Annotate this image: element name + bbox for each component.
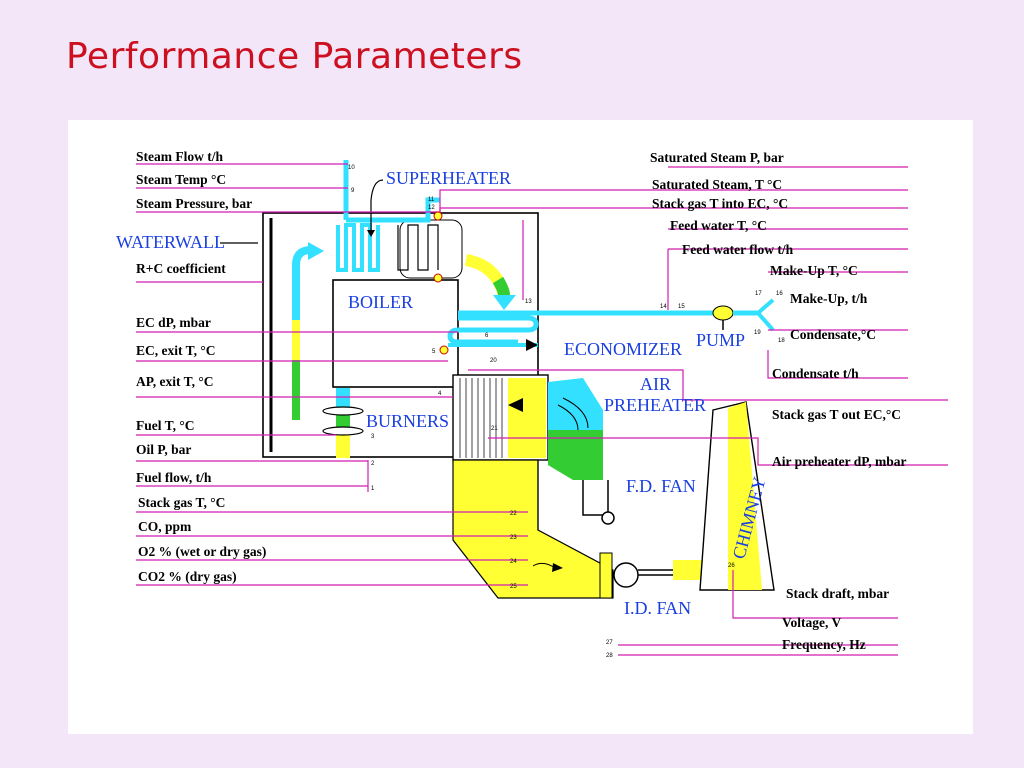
label-fuel-t: Fuel T, °C [136, 418, 195, 433]
point-9: 9 [351, 188, 355, 194]
superheater-label: SUPERHEATER [386, 168, 511, 188]
point-4: 4 [438, 391, 442, 397]
feed-pump [712, 298, 775, 332]
point-3: 3 [371, 434, 375, 440]
boiler-diagram-svg: WATERWALL SUPERHEATER BOILER ECONOMIZER … [116, 149, 948, 659]
fd-fan [582, 480, 615, 525]
label-oil-p: Oil P, bar [136, 442, 191, 457]
flue-duct [452, 459, 614, 599]
id-fan [599, 552, 709, 599]
label-feed-water-t: Feed water T, °C [670, 218, 767, 233]
label-frequency: Frequency, Hz [782, 637, 866, 652]
waterwall-label: WATERWALL [116, 232, 225, 252]
label-stack-draft: Stack draft, mbar [786, 586, 889, 601]
label-sat-steam-t: Saturated Steam, T °C [652, 177, 782, 192]
boiler-label: BOILER [348, 292, 413, 312]
point-28: 28 [606, 653, 613, 659]
measurement-points: 1 2 3 4 5 6 9 10 11 12 13 14 15 16 17 18… [348, 165, 785, 659]
point-23: 23 [510, 535, 517, 541]
point-6: 6 [485, 333, 489, 339]
label-ec-dp: EC dP, mbar [136, 315, 211, 330]
air-preheater [452, 374, 603, 480]
label-ec-exit-t: EC, exit T, °C [136, 343, 216, 358]
point-2: 2 [371, 461, 375, 467]
label-make-up-flow: Make-Up, t/h [790, 291, 868, 306]
waterwall-riser [292, 242, 324, 420]
right-parameter-labels: Saturated Steam P, bar Saturated Steam, … [650, 150, 907, 652]
label-steam-pressure: Steam Pressure, bar [136, 196, 252, 211]
label-steam-flow: Steam Flow t/h [136, 149, 223, 164]
point-26: 26 [728, 563, 735, 569]
point-14: 14 [660, 304, 667, 310]
point-19: 19 [754, 330, 761, 336]
left-parameter-labels: Steam Flow t/h Steam Temp °C Steam Press… [136, 149, 266, 584]
label-condensate-t: Condensate,°C [790, 327, 876, 342]
point-15: 15 [678, 304, 685, 310]
point-25: 25 [510, 584, 517, 590]
label-rc-coefficient: R+C coefficient [136, 261, 226, 276]
superheater-coil [336, 219, 463, 279]
leader-lines [136, 163, 948, 656]
label-stack-gas-out-ec: Stack gas T out EC,°C [772, 407, 901, 422]
label-fuel-flow: Fuel flow, t/h [136, 470, 212, 485]
label-co: CO, ppm [138, 519, 192, 534]
point-13: 13 [525, 299, 532, 305]
id-fan-label: I.D. FAN [624, 598, 691, 618]
superheater-pointer [370, 179, 384, 230]
label-make-up-t: Make-Up T, °C [770, 263, 858, 278]
label-sat-steam-p: Saturated Steam P, bar [650, 150, 784, 165]
label-co2: CO2 % (dry gas) [138, 569, 237, 584]
label-condensate-flow: Condensate t/h [772, 366, 859, 381]
label-stack-gas-t: Stack gas T, °C [138, 495, 225, 510]
economizer-coil [447, 310, 758, 351]
label-feed-water-flow: Feed water flow t/h [682, 242, 794, 257]
air-preheater-label-2: PREHEATER [604, 395, 706, 415]
point-16: 16 [776, 291, 783, 297]
fd-fan-label: F.D. FAN [626, 476, 696, 496]
page-title: Performance Parameters [66, 36, 523, 77]
burner-assembly [322, 388, 364, 458]
economizer-label: ECONOMIZER [564, 339, 682, 359]
label-steam-temp: Steam Temp °C [136, 172, 226, 187]
boiler-diagram: WATERWALL SUPERHEATER BOILER ECONOMIZER … [68, 120, 973, 734]
boiler-drum [332, 279, 459, 388]
label-o2: O2 % (wet or dry gas) [138, 544, 266, 559]
steam-pipe [343, 160, 440, 223]
point-18: 18 [778, 338, 785, 344]
label-ap-exit-t: AP, exit T, °C [136, 374, 214, 389]
point-5: 5 [432, 349, 436, 355]
point-1: 1 [371, 486, 375, 492]
point-22: 22 [510, 511, 517, 517]
point-17: 17 [755, 291, 762, 297]
point-24: 24 [510, 559, 517, 565]
label-voltage: Voltage, V [782, 615, 842, 630]
point-20: 20 [490, 358, 497, 364]
furnace-enclosure [262, 212, 539, 458]
chimney [699, 401, 775, 591]
point-11: 11 [428, 197, 435, 203]
air-preheater-label-1: AIR [640, 374, 671, 394]
label-air-preheater-dp: Air preheater dP, mbar [772, 454, 907, 469]
point-27: 27 [606, 640, 613, 646]
point-10: 10 [348, 165, 355, 171]
pump-label: PUMP [696, 330, 745, 350]
point-12: 12 [428, 205, 435, 211]
label-stack-gas-into-ec: Stack gas T into EC, °C [652, 196, 788, 211]
point-21: 21 [491, 426, 498, 432]
burners-label: BURNERS [366, 411, 449, 431]
